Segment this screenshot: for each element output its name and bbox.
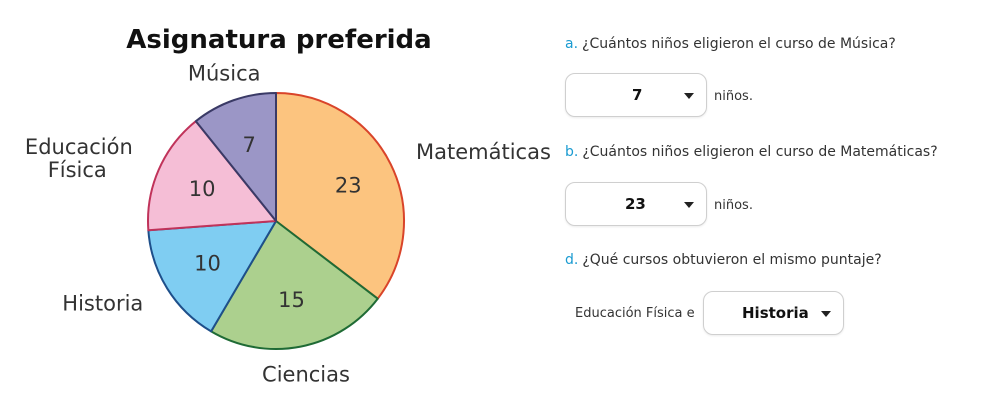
caret-down-icon	[821, 311, 831, 317]
question-a: a.¿Cuántos niños eligieron el curso de M…	[565, 36, 896, 52]
answer-b-value: 23	[625, 195, 646, 213]
question-a-letter: a.	[565, 36, 579, 52]
caret-down-icon	[684, 202, 694, 208]
answer-b-unit: niños.	[714, 198, 753, 213]
slice-ciencias	[210, 220, 379, 350]
answer-b-dropdown[interactable]: 23	[565, 182, 707, 226]
slice-label-ciencias: Ciencias	[262, 362, 350, 386]
pie-chart: Asignatura preferida 23 15 10 10 7 Matemátic…	[25, 25, 551, 387]
slice-label-musica: Música	[188, 62, 261, 86]
answer-d-prefix: Educación Física e	[575, 306, 695, 321]
pie-slices	[147, 92, 406, 350]
slice-value-matematicas: 23	[335, 173, 362, 197]
slice-value-ciencias: 15	[278, 288, 305, 312]
slice-musica	[194, 92, 277, 222]
chart-title: Asignatura preferida	[126, 25, 431, 55]
answer-a-unit: niños.	[714, 89, 753, 104]
question-d-text: ¿Qué cursos obtuvieron el mismo puntaje?	[582, 252, 882, 268]
slice-label-historia: Historia	[62, 291, 143, 315]
question-d-letter: d.	[565, 252, 579, 268]
slice-matematicas	[275, 92, 406, 300]
answer-d-dropdown[interactable]: Historia	[703, 291, 844, 335]
slice-educacion-fisica	[147, 120, 277, 232]
question-b-text: ¿Cuántos niños eligieron el curso de Mat…	[582, 144, 938, 160]
question-a-text: ¿Cuántos niños eligieron el curso de Mús…	[582, 36, 896, 52]
answer-a-dropdown[interactable]: 7	[565, 73, 707, 117]
pie-slice-values: 23 15 10 10 7	[189, 133, 362, 312]
question-b-letter: b.	[565, 144, 579, 160]
slice-historia	[147, 220, 277, 333]
slice-label-matematicas: Matemáticas	[416, 140, 551, 164]
answer-d-value: Historia	[742, 304, 809, 322]
caret-down-icon	[684, 93, 694, 99]
answer-a-value: 7	[632, 86, 643, 104]
question-d: d.¿Qué cursos obtuvieron el mismo puntaj…	[565, 252, 882, 268]
slice-value-musica: 7	[243, 133, 256, 157]
question-b: b.¿Cuántos niños eligieron el curso de M…	[565, 144, 938, 160]
slice-value-educacion-fisica: 10	[189, 177, 216, 201]
slice-value-historia: 10	[194, 252, 221, 276]
